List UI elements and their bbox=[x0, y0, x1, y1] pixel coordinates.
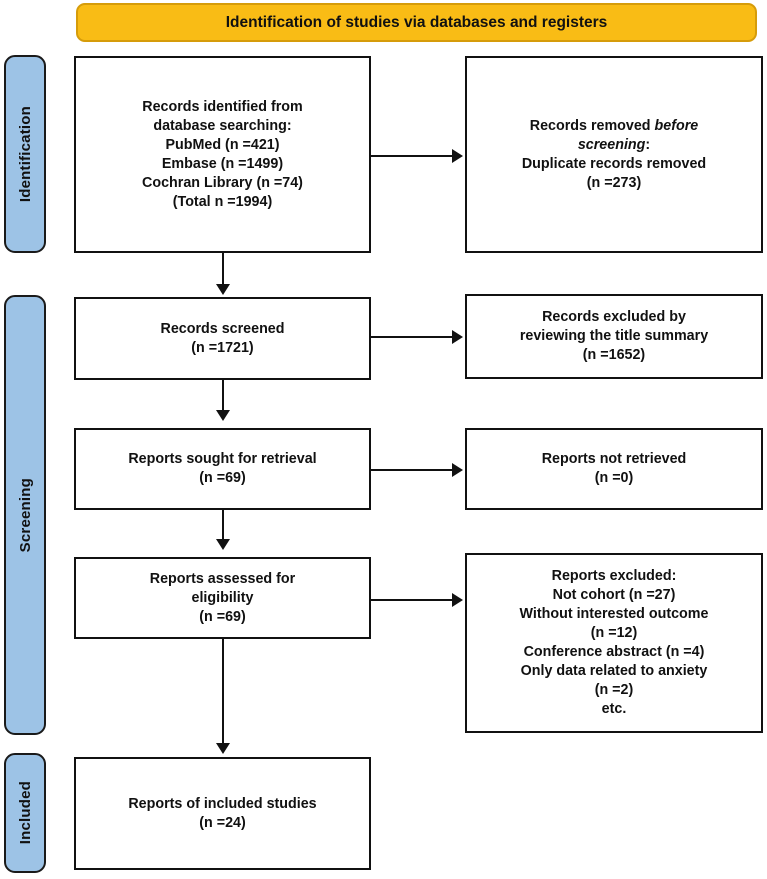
connector-screened-to-sought bbox=[222, 380, 224, 412]
arrowhead-assessed-to-excluded bbox=[452, 593, 463, 607]
connector-identified-to-removed bbox=[371, 155, 454, 157]
phase-tab-screening-label: Screening bbox=[16, 477, 34, 553]
phase-tab-included-label: Included bbox=[16, 781, 34, 845]
arrowhead-screened-to-sought bbox=[216, 410, 230, 421]
diagram-banner: Identification of studies via databases … bbox=[76, 3, 757, 42]
box-records-excluded: Records excluded by reviewing the title … bbox=[465, 294, 763, 379]
box-records-excluded-text: Records excluded by reviewing the title … bbox=[519, 309, 709, 363]
phase-tab-identification: Identification bbox=[4, 55, 46, 253]
box-records-screened-text: Records screened (n =1721) bbox=[160, 320, 285, 356]
phase-tab-screening: Screening bbox=[4, 295, 46, 735]
box-reports-not-retrieved: Reports not retrieved (n =0) bbox=[465, 428, 763, 510]
arrowhead-sought-to-not-retrieved bbox=[452, 463, 463, 477]
box-records-removed: Records removed before screening: Duplic… bbox=[465, 56, 763, 253]
box-reports-sought: Reports sought for retrieval (n =69) bbox=[74, 428, 371, 510]
arrowhead-screened-to-excluded bbox=[452, 330, 463, 344]
connector-sought-to-not-retrieved bbox=[371, 469, 454, 471]
banner-title: Identification of studies via databases … bbox=[225, 13, 608, 31]
box-records-identified: Records identified from database searchi… bbox=[74, 56, 371, 253]
connector-screened-to-excluded bbox=[371, 336, 454, 338]
box-reports-sought-text: Reports sought for retrieval (n =69) bbox=[128, 451, 317, 486]
box-reports-excluded-text: Reports excluded: Not cohort (n =27) Wit… bbox=[519, 568, 709, 717]
box-records-removed-text: Records removed before screening: Duplic… bbox=[521, 117, 707, 191]
connector-assessed-to-included bbox=[222, 639, 224, 745]
phase-tab-identification-label: Identification bbox=[16, 105, 34, 203]
box-reports-included-text: Reports of included studies (n =24) bbox=[128, 795, 317, 831]
arrowhead-identified-to-removed bbox=[452, 149, 463, 163]
connector-assessed-to-excluded bbox=[371, 599, 454, 601]
arrowhead-assessed-to-included bbox=[216, 743, 230, 754]
box-reports-assessed-text: Reports assessed for eligibility (n =69) bbox=[149, 570, 296, 625]
connector-identified-to-screened bbox=[222, 253, 224, 286]
box-records-screened: Records screened (n =1721) bbox=[74, 297, 371, 380]
box-reports-not-retrieved-text: Reports not retrieved (n =0) bbox=[541, 451, 687, 486]
box-records-identified-text: Records identified from database searchi… bbox=[142, 98, 303, 210]
arrowhead-sought-to-assessed bbox=[216, 539, 230, 550]
box-reports-excluded: Reports excluded: Not cohort (n =27) Wit… bbox=[465, 553, 763, 733]
phase-tab-included: Included bbox=[4, 753, 46, 873]
box-reports-included: Reports of included studies (n =24) bbox=[74, 757, 371, 870]
connector-sought-to-assessed bbox=[222, 510, 224, 541]
box-reports-assessed: Reports assessed for eligibility (n =69) bbox=[74, 557, 371, 639]
arrowhead-identified-to-screened bbox=[216, 284, 230, 295]
